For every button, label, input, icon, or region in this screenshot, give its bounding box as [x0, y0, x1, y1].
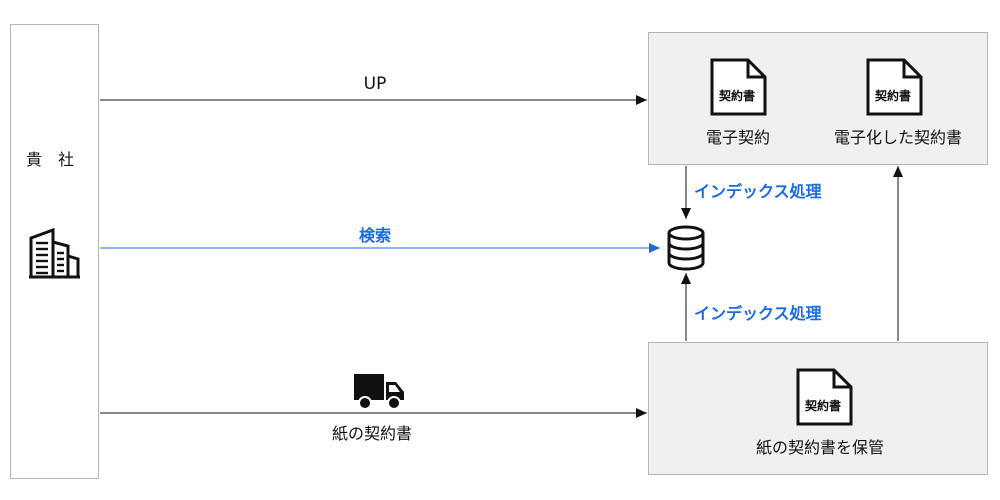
electronic-contract-panel [648, 32, 988, 165]
document-icon-text: 契約書 [718, 89, 755, 103]
index-label-top: インデックス処理 [694, 182, 822, 201]
digitized-contract-caption: 電子化した契約書 [833, 128, 963, 147]
upload-label: UP [363, 74, 387, 94]
search-label: 検索 [358, 226, 392, 245]
mail-label: 紙の契約書 [331, 424, 413, 443]
document-icon-text: 契約書 [804, 399, 841, 413]
document-icon: 契約書 [708, 57, 768, 117]
document-icon: 契約書 [864, 57, 924, 117]
building-icon [28, 227, 82, 280]
econtract-caption: 電子契約 [705, 128, 771, 147]
company-label: 貴 社 [26, 150, 75, 169]
document-icon-text: 契約書 [874, 89, 911, 103]
paper-storage-caption: 紙の契約書を保管 [755, 438, 885, 457]
database-icon [664, 224, 708, 272]
document-icon: 契約書 [794, 367, 854, 427]
truck-icon [352, 372, 406, 412]
index-label-bottom: インデックス処理 [694, 304, 822, 323]
